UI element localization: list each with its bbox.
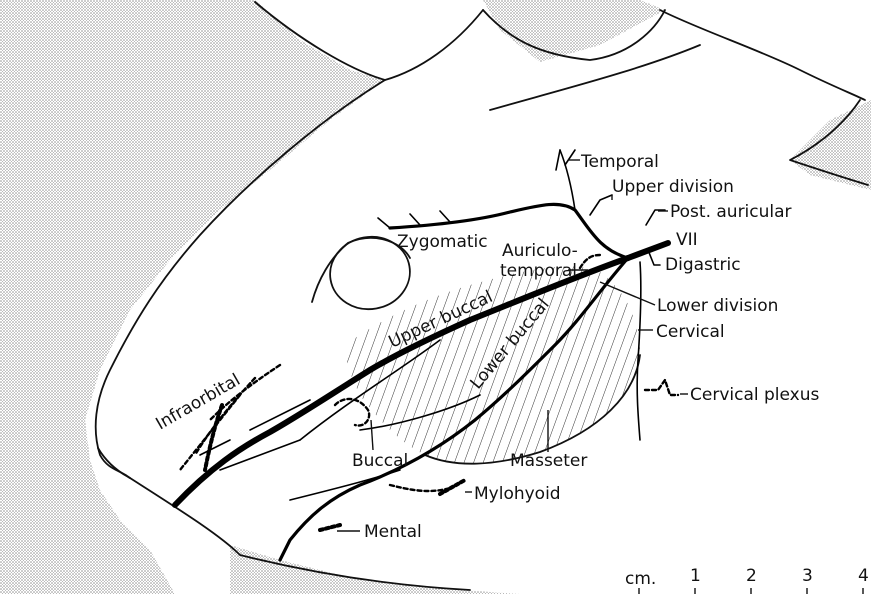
label-cervical-plexus: Cervical plexus [690, 385, 820, 405]
label-auriculo: Auriculo- [502, 241, 578, 261]
label-cervical: Cervical [656, 322, 725, 342]
scale-bar: cm. 1 2 3 4 [625, 566, 869, 594]
label-lower-division: Lower division [657, 296, 778, 316]
label-temporal-2: temporal [500, 261, 577, 281]
label-upper-division: Upper division [612, 177, 734, 197]
label-vii: VII [676, 230, 698, 250]
label-mental: Mental [364, 522, 422, 542]
scale-bar-tick-3: 3 [802, 566, 813, 586]
scale-bar-tick-4: 4 [858, 566, 869, 586]
label-zygomatic: Zygomatic [397, 232, 488, 252]
label-digastric: Digastric [665, 255, 741, 275]
scale-bar-tick-2: 2 [746, 566, 757, 586]
label-mylohyoid: Mylohyoid [474, 484, 561, 504]
label-masseter: Masseter [510, 451, 587, 471]
scale-bar-unit: cm. [625, 569, 656, 589]
label-temporal: Temporal [580, 152, 659, 172]
label-post-auricular: Post. auricular [670, 202, 792, 222]
label-buccal: Buccal [352, 451, 408, 471]
scale-bar-tick-1: 1 [690, 566, 701, 586]
